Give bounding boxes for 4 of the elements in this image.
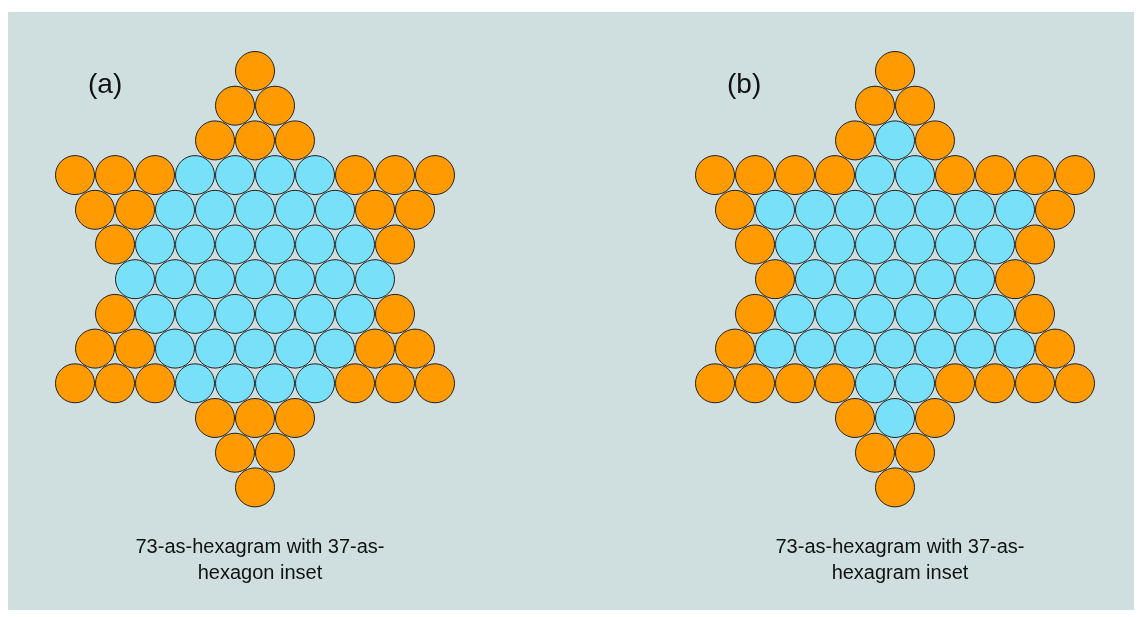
panel-tag: (b)	[727, 68, 762, 100]
panel-tag: (a)	[88, 68, 123, 100]
figure-caption: 73-as-hexagram with 37-as-hexagram inset	[774, 534, 1026, 585]
figure-caption: 73-as-hexagram with 37-as-hexagon inset	[134, 534, 386, 585]
